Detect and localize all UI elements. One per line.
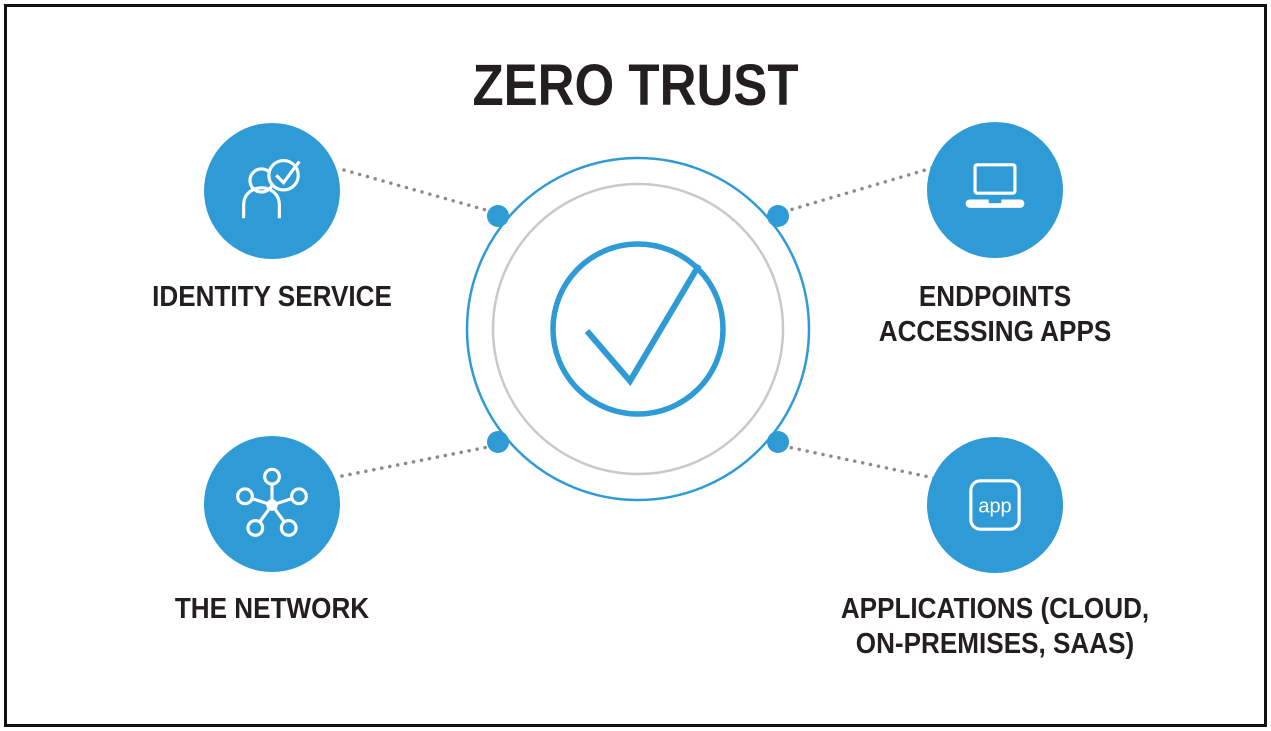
label-endpoints: ENDPOINTS ACCESSING APPS: [833, 280, 1157, 350]
node-applications: app: [927, 437, 1063, 573]
connector-applications: [781, 444, 936, 480]
network-icon: [236, 467, 308, 537]
label-network: THE NETWORK: [110, 592, 434, 627]
app-icon: app: [969, 479, 1021, 531]
identity-check-icon: [242, 158, 301, 219]
label-line: THE NETWORK: [174, 593, 370, 625]
label-applications: APPLICATIONS (CLOUD, ON-PREMISES, SAAS): [815, 592, 1175, 662]
junction-dot-top-right: [767, 205, 789, 227]
label-line: APPLICATIONS (CLOUD,: [840, 593, 1150, 625]
label-line: ENDPOINTS: [918, 281, 1072, 313]
page-title: ZERO TRUST: [472, 53, 799, 118]
label-identity-service: IDENTITY SERVICE: [110, 280, 434, 315]
connector-network: [340, 444, 495, 478]
node-identity-service: [204, 123, 340, 259]
outer-blue-ring: [465, 156, 811, 502]
label-line: IDENTITY SERVICE: [152, 281, 392, 313]
connector-endpoints: [781, 166, 934, 214]
junction-dot-top-left: [487, 205, 509, 227]
node-network: [204, 436, 340, 572]
laptop-icon: [965, 163, 1025, 208]
junction-dot-bottom-left: [487, 431, 509, 453]
app-icon-text: app: [978, 495, 1011, 517]
check-circle: [550, 241, 726, 417]
label-line: ACCESSING APPS: [878, 316, 1112, 348]
connector-identity: [342, 168, 495, 214]
label-line: ON-PREMISES, SAAS): [855, 628, 1135, 660]
junction-dot-bottom-right: [767, 431, 789, 453]
inner-gray-ring: [491, 182, 785, 476]
node-endpoints: [927, 122, 1063, 258]
check-icon: [584, 263, 702, 387]
